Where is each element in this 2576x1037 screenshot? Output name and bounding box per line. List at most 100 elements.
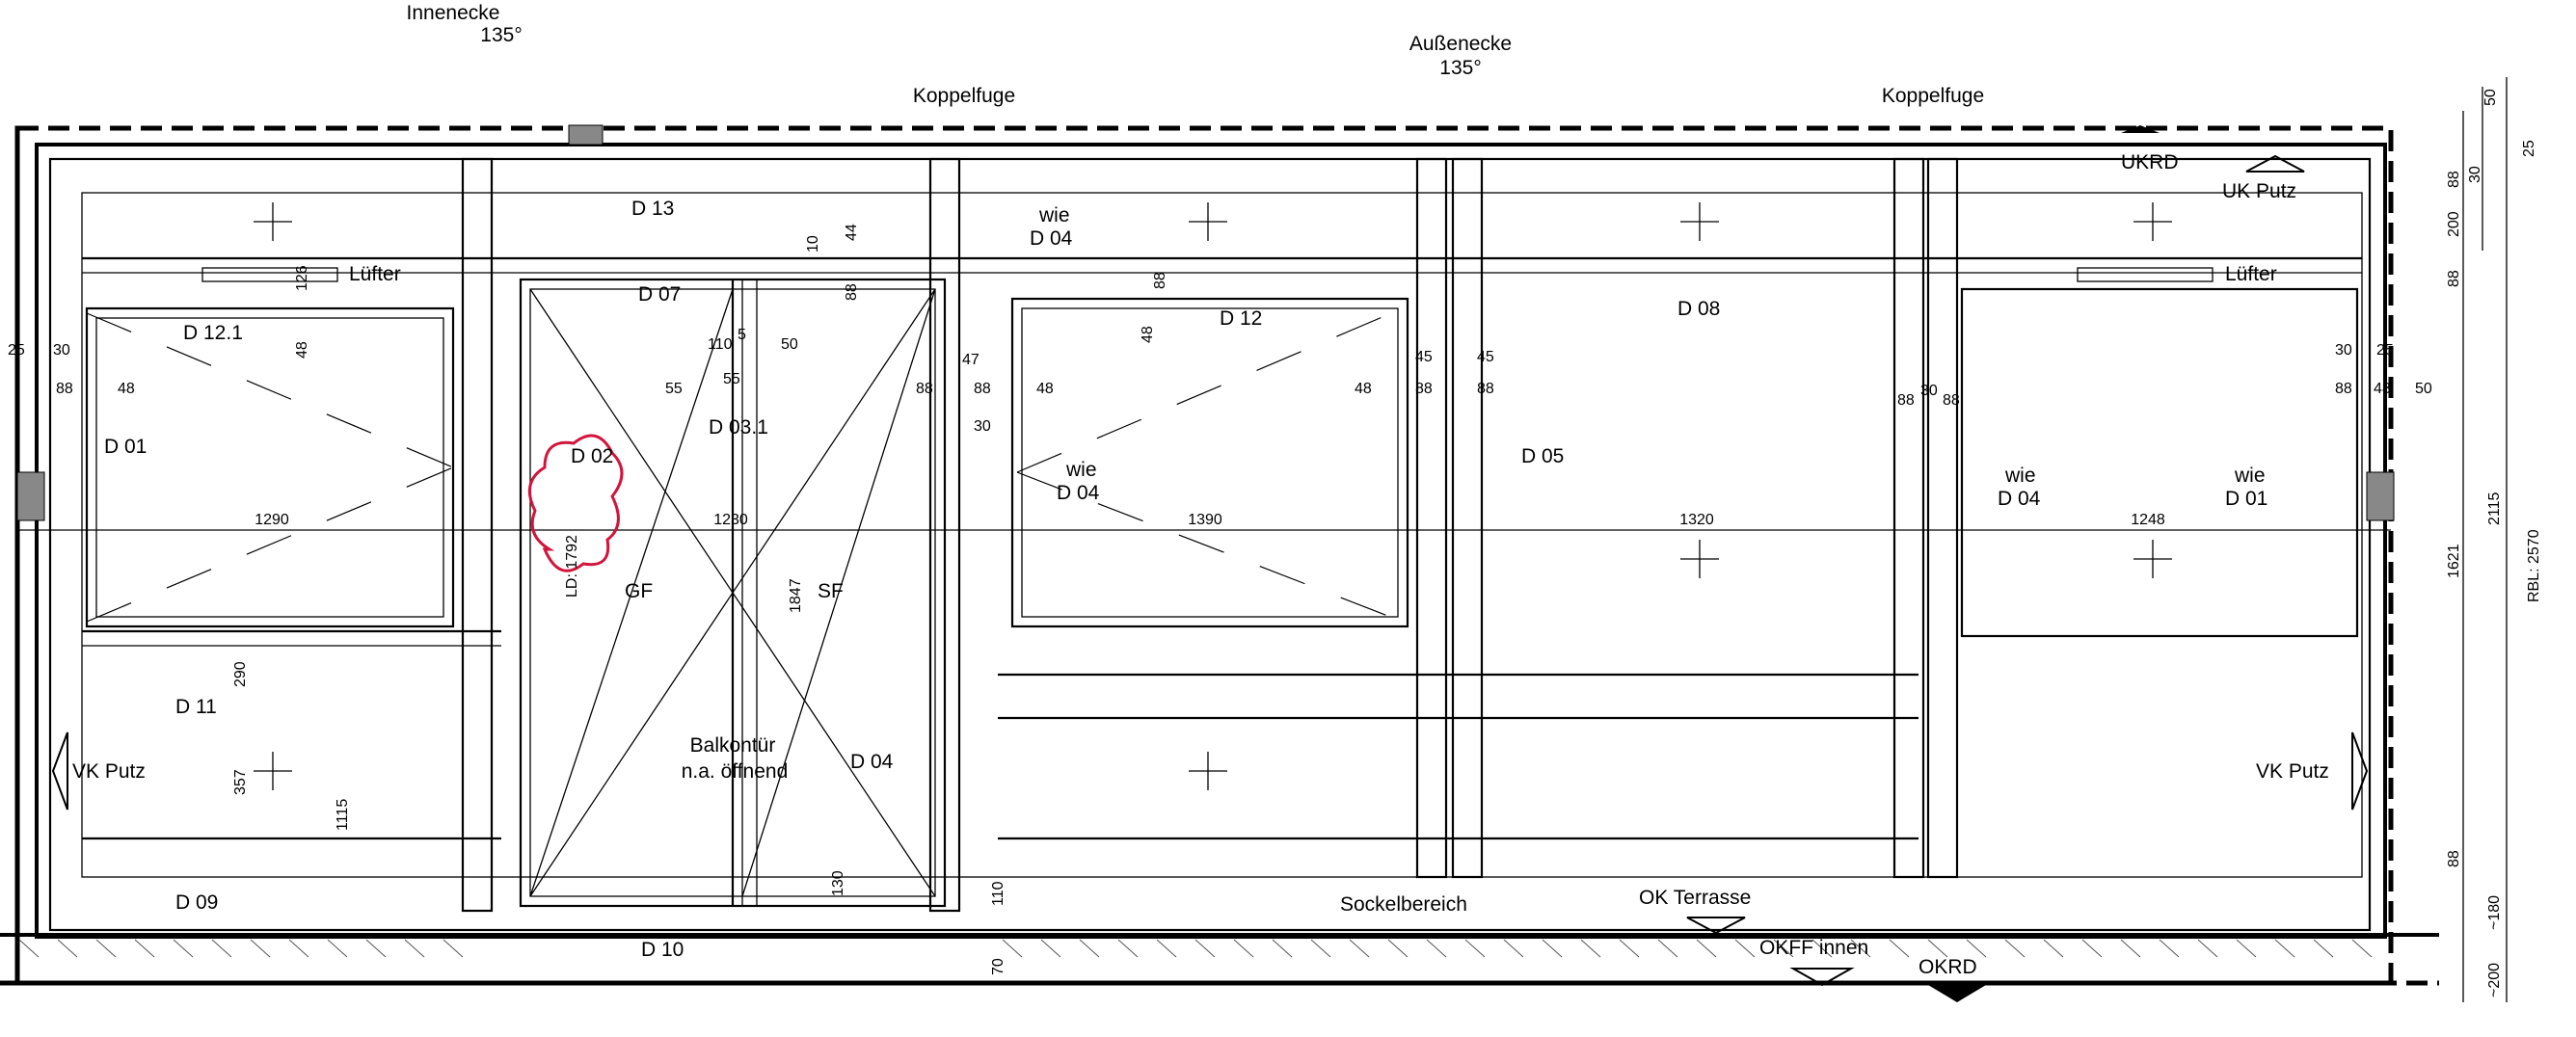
dim-v5: 5 (738, 327, 746, 343)
dim-v110: 110 (708, 336, 733, 353)
dim-m88b: 88 (974, 381, 991, 397)
dim-v55a: 55 (665, 381, 683, 397)
dim-n88b: 88 (1943, 392, 1960, 409)
dim-l25: 25 (8, 342, 25, 359)
dim-n30: 30 (1920, 383, 1938, 399)
dim-rbl: RBL: 2570 (2526, 529, 2542, 602)
vent-grilles (201, 267, 2214, 282)
detail-d10: D 10 (641, 939, 684, 961)
detail-d08: D 08 (1677, 298, 1720, 320)
coupling-left-label: Koppelfuge (913, 85, 1015, 107)
dim-r30: 30 (2467, 166, 2483, 183)
detail-d13: D 13 (631, 198, 674, 220)
dim-v126: 126 (294, 265, 310, 291)
dim-v47: 47 (962, 352, 979, 368)
dim-v88a: 88 (844, 283, 860, 301)
dim-r200: 200 (2446, 211, 2462, 237)
okrd-label: OKRD (1919, 956, 1977, 978)
dim-n30b: 30 (2335, 342, 2352, 359)
dim-m88a: 88 (916, 381, 933, 397)
ukrd-label: UKRD (2121, 151, 2179, 173)
detail-d12: D 12 (1220, 307, 1262, 330)
center-marks (254, 202, 2172, 790)
dim-m30: 30 (974, 418, 991, 435)
dim-v70: 70 (990, 958, 1006, 975)
ref-wie-2: wie (1065, 459, 1097, 481)
door-sf: SF (818, 580, 844, 602)
detail-d11: D 11 (175, 696, 217, 718)
dim-v50: 50 (781, 336, 798, 353)
revision-cloud (527, 434, 624, 572)
dim-m45a: 45 (1415, 349, 1433, 365)
dim-r1621: 1621 (2446, 544, 2462, 578)
uk-putz-label: UK Putz (2222, 180, 2296, 202)
outer-angle-label: 135° (1439, 57, 1481, 79)
dim-width-5: 1248 (2131, 512, 2165, 528)
dim-v48b: 48 (1140, 326, 1156, 343)
dim-width-1: 1290 (255, 512, 289, 528)
ref-d04-1: D 04 (1030, 227, 1073, 250)
dim-n50: 50 (2415, 381, 2432, 397)
dim-v44: 44 (844, 224, 860, 241)
dim-v88b: 88 (1152, 272, 1168, 289)
vk-putz-right: VK Putz (2256, 760, 2329, 783)
right-dimension-chain (2462, 77, 2508, 1002)
coupling-right-label: Koppelfuge (1882, 85, 1984, 107)
vent-left-label: Lüfter (349, 263, 401, 285)
ref-wie-4: wie (2234, 465, 2266, 487)
ref-d04-2: D 04 (1057, 482, 1100, 504)
ref-d04-3: D 04 (1998, 488, 2041, 510)
dim-r2115: 2115 (2486, 492, 2503, 525)
dim-r88b: 88 (2446, 270, 2462, 287)
dim-v48a: 48 (294, 341, 310, 359)
door-label-2: n.a. öffnend (682, 760, 789, 783)
dim-v290: 290 (232, 661, 249, 687)
ground (0, 933, 2439, 986)
outer-corner-label: Außenecke (1409, 33, 1512, 55)
dim-m48b: 48 (1355, 381, 1372, 397)
detail-d03-1: D 03.1 (709, 416, 768, 439)
dim-l30: 30 (53, 342, 70, 359)
detail-d01: D 01 (104, 436, 147, 458)
vk-putz-left: VK Putz (72, 760, 146, 783)
dim-v130: 130 (830, 870, 846, 896)
dim-n88c: 88 (2335, 381, 2352, 397)
dim-r88c: 88 (2446, 850, 2462, 867)
detail-d09: D 09 (175, 891, 218, 914)
sashes (85, 287, 2359, 638)
opening-indicators (86, 307, 1404, 623)
dim-v1115: 1115 (335, 799, 351, 831)
inner-corner-label: Innenecke (407, 2, 500, 24)
ref-d01-right: D 01 (2225, 488, 2267, 510)
dim-v357: 357 (232, 769, 249, 795)
door-label-1: Balkontür (690, 734, 776, 757)
dim-width-2: 1230 (713, 512, 748, 528)
dim-m88d: 88 (1477, 381, 1494, 397)
ref-wie-3: wie (2004, 465, 2036, 487)
dim-r50: 50 (2482, 89, 2499, 106)
dim-v55b: 55 (723, 371, 740, 387)
detail-d07: D 07 (638, 283, 681, 306)
balcony-door (519, 278, 947, 908)
door-ld: LD: 1792 (564, 535, 580, 598)
dim-v10: 10 (805, 235, 821, 253)
ref-wie-1: wie (1038, 204, 1070, 226)
dim-m88c: 88 (1415, 381, 1433, 397)
dim-r200b: ~200 (2486, 963, 2503, 997)
dim-m45b: 45 (1477, 349, 1494, 365)
detail-d05: D 05 (1521, 445, 1564, 467)
dim-n88a: 88 (1897, 392, 1915, 409)
dim-width-4: 1320 (1679, 512, 1714, 528)
dim-m48a: 48 (1036, 381, 1054, 397)
outer-opening-dashed (14, 125, 2394, 986)
dim-r180: ~180 (2486, 895, 2503, 930)
window-frame (35, 143, 2387, 939)
wall-blocks (16, 124, 2395, 521)
detail-d02: D 02 (571, 445, 613, 467)
dim-n48: 48 (2374, 381, 2391, 397)
dim-v110b: 110 (990, 881, 1006, 906)
dim-width-3: 1390 (1188, 512, 1222, 528)
door-height: 1847 (788, 578, 804, 613)
door-gf: GF (625, 580, 653, 602)
